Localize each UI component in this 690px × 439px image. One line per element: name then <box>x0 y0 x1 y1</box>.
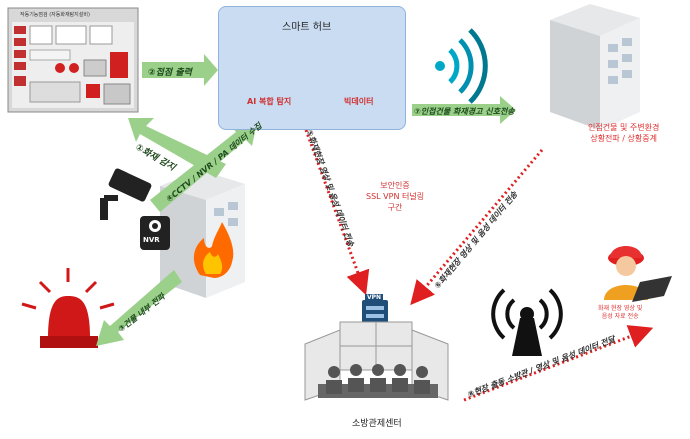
neighbor-building <box>550 4 640 130</box>
fire-alarm-panel <box>7 7 139 113</box>
red-arrow-8 <box>463 325 654 402</box>
field-transmission-label: 화재 현장 영상 및 음성 자료 전송 <box>598 305 643 320</box>
fire-icon <box>193 222 234 278</box>
nvr-icon <box>140 216 170 250</box>
fire-center-label: 소방관제센터 <box>352 419 402 429</box>
antenna-icon <box>491 288 563 356</box>
hub-title: 스마트 허브 <box>282 22 332 33</box>
green-arrow-3 <box>96 270 182 346</box>
green-arrow-7 <box>412 96 516 124</box>
nvr-label: NVR <box>143 236 160 244</box>
vpn-badge: VPN <box>365 294 384 301</box>
arrow-label-7: ⑦인접건물 화재경고 신호전송 <box>414 107 515 116</box>
neighbor-label: 인접건물 및 주변환경 상황전파 / 상황중계 <box>588 123 660 143</box>
ai-detection-label: AI 복합 탐지 <box>247 97 292 106</box>
green-arrow-2 <box>142 54 218 86</box>
firefighter-icon <box>604 246 672 302</box>
siren-icon <box>21 268 115 348</box>
arrow-label-2: ②접점 출력 <box>148 68 192 78</box>
red-arrow-6 <box>410 149 544 306</box>
wireless-signal-icon <box>435 28 488 104</box>
fire-control-center <box>304 321 449 401</box>
vpn-zone-label: 보안인증 SSL VPN 터널링 구간 <box>366 181 425 212</box>
green-arrow-4 <box>150 118 258 212</box>
cctv-camera-icon <box>100 168 152 220</box>
red-arrow-5 <box>304 129 370 296</box>
smart-hub-box <box>218 6 406 130</box>
panel-title: 작동기능점검 (자동화재탐지설비) <box>20 12 90 18</box>
bigdata-label: 빅데이터 <box>344 97 374 106</box>
